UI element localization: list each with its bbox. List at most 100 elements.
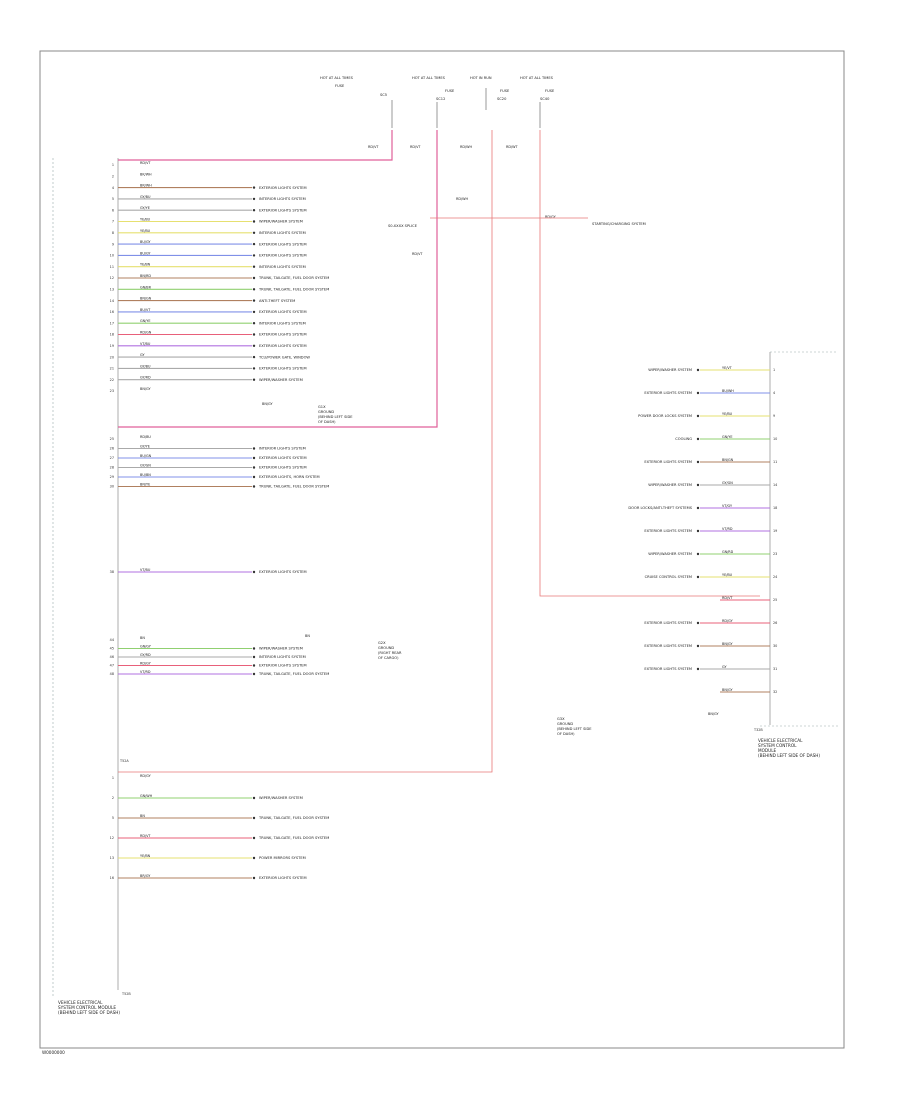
left-e-dest: TRUNK, TAILGATE, FUEL DOOR SYSTEM [258, 816, 329, 820]
left-d-color: VT/RD [140, 670, 151, 674]
left-e-dest: TRUNK, TAILGATE, FUEL DOOR SYSTEM [258, 836, 329, 840]
left-a-dest: INTERIOR LIGHTS SYSTEM [259, 197, 306, 201]
left-module-caption: VEHICLE ELECTRICAL SYSTEM CONTROL MODULE… [58, 759, 131, 1015]
left-a-pin: 19 [110, 344, 114, 348]
right-color: BN/GN [722, 458, 734, 462]
right-arrow [696, 391, 700, 395]
right-color: VT/RD [722, 527, 733, 531]
left-e-arrow [252, 876, 256, 880]
right-color: GY/GN [722, 481, 733, 485]
left-d-arrow [252, 655, 256, 659]
svg-text:HOT AT ALL TIMES: HOT AT ALL TIMES [520, 76, 554, 80]
left-a-dest: EXTERIOR LIGHTS SYSTEM [259, 242, 307, 246]
left-a-pin: 9 [112, 242, 114, 246]
svg-text:GROUND: GROUND [557, 722, 573, 726]
left-b-pin: 28 [110, 466, 114, 470]
right-dest: EXTERIOR LIGHTS SYSTEM [644, 391, 692, 395]
left-a-pin: 7 [112, 220, 114, 224]
left-a-pin: 11 [110, 265, 114, 269]
svg-text:SC20: SC20 [497, 97, 507, 101]
left-a-arrow [252, 299, 256, 302]
left-a-pin: 18 [110, 333, 114, 337]
left-b-dest: INTERIOR LIGHTS SYSTEM [259, 447, 306, 451]
left-a-pin: 8 [112, 231, 114, 235]
svg-text:RD/GY: RD/GY [545, 215, 557, 219]
right-dest: EXTERIOR LIGHTS SYSTEM [644, 529, 692, 533]
right-pin: 32 [773, 690, 777, 694]
left-e-pin: 16 [110, 876, 114, 880]
svg-text:VEHICLE ELECTRICAL: VEHICLE ELECTRICAL [758, 738, 803, 743]
left-b-arrow [252, 466, 256, 469]
left-b-dest: EXTERIOR LIGHTS SYSTEM [259, 456, 307, 460]
svg-text:T32B: T32B [753, 728, 763, 732]
right-color: YE/BU [722, 573, 733, 577]
left-a-dest: INTERIOR LIGHTS SYSTEM [259, 321, 306, 325]
right-dest: EXTERIOR LIGHTS SYSTEM [644, 621, 692, 625]
left-a-arrow [252, 310, 256, 314]
right-pin: 19 [773, 529, 777, 533]
left-e-color: GN/WH [140, 794, 153, 798]
left-a-pin: 2 [112, 175, 114, 179]
left-a-color: BN/GY [140, 387, 151, 391]
left-a-color: GN/BR [140, 285, 152, 289]
left-e-arrow [252, 816, 256, 820]
left-a-pin: 10 [110, 254, 114, 258]
right-arrow [696, 414, 700, 418]
left-a-pin: 5 [112, 197, 114, 201]
right-arrow [696, 460, 700, 464]
left-a-arrow [252, 242, 256, 246]
left-a-color: RD/GN [140, 331, 152, 335]
left-d-dest: EXTERIOR LIGHTS SYSTEM [259, 664, 307, 668]
left-c-color: VT/BU [140, 568, 151, 572]
svg-text:(BEHIND LEFT SIDE: (BEHIND LEFT SIDE [318, 415, 353, 419]
left-a-arrow [252, 254, 256, 257]
left-a-arrow [252, 322, 256, 325]
diagram-border [39, 50, 845, 1049]
left-a-pin: 20 [110, 355, 114, 359]
left-d-pin: 48 [110, 672, 114, 676]
right-pin: 24 [773, 575, 777, 579]
right-arrow [696, 368, 700, 372]
svg-text:G1X: G1X [318, 405, 326, 409]
svg-text:(BEHIND LEFT SIDE OF DASH): (BEHIND LEFT SIDE OF DASH) [758, 753, 820, 758]
left-a-dest: EXTERIOR LIGHTS SYSTEM [259, 344, 307, 348]
left-a-dest: EXTERIOR LIGHTS SYSTEM [259, 254, 307, 258]
right-arrow [696, 621, 700, 625]
left-b-color: BN/YE [140, 483, 150, 487]
left-a-arrow [252, 231, 256, 234]
left-e-pin: 2 [112, 796, 114, 800]
left-a-arrow [252, 220, 256, 223]
left-e-color: YE/BN [140, 854, 151, 858]
left-b-color: GY/YE [140, 445, 150, 449]
fuse-sc12: HOT AT ALL TIMES FUSE SC12 [412, 76, 455, 128]
left-c-pin: 38 [110, 570, 114, 574]
svg-text:SC5: SC5 [380, 93, 387, 97]
fuse-sc5: HOT AT ALL TIMES FUSE SC5 [320, 76, 393, 128]
svg-text:SYSTEM CONTROL: SYSTEM CONTROL [758, 743, 797, 748]
svg-text:G2X: G2X [378, 641, 386, 645]
left-a-pin: 6 [112, 208, 114, 212]
left-a-color: GY/BU [140, 195, 151, 199]
svg-text:FUSE: FUSE [445, 89, 455, 93]
right-color: RD/VT [722, 596, 733, 600]
left-a-pin: 21 [110, 367, 114, 371]
left-e-pin: 5 [112, 816, 114, 820]
left-a-color: GY/BU [140, 364, 151, 368]
ground-g2: BN G2X GROUND (RIGHT REAR OF CARGO) [305, 634, 402, 660]
left-a-color: BR/WH [140, 184, 152, 188]
svg-text:OF CARGO): OF CARGO) [378, 656, 399, 660]
left-a-color: BU/GY [140, 240, 151, 244]
left-a-arrow [252, 378, 256, 381]
svg-text:STARTING/CHARGING SYSTEM: STARTING/CHARGING SYSTEM [592, 222, 646, 226]
left-a-dest: EXTERIOR LIGHTS SYSTEM [259, 333, 307, 337]
left-a-dest: INTERIOR LIGHTS SYSTEM [259, 231, 306, 235]
left-b-pin: 26 [110, 447, 114, 451]
right-arrow [696, 437, 700, 441]
left-b-pin: 27 [110, 456, 114, 460]
left-d-arrow [252, 672, 256, 676]
right-color: GY [722, 665, 727, 669]
right-color: GN/RD [722, 550, 734, 554]
svg-text:SYSTEM CONTROL MODULE: SYSTEM CONTROL MODULE [58, 1005, 116, 1010]
left-a-color: GY [140, 353, 145, 357]
